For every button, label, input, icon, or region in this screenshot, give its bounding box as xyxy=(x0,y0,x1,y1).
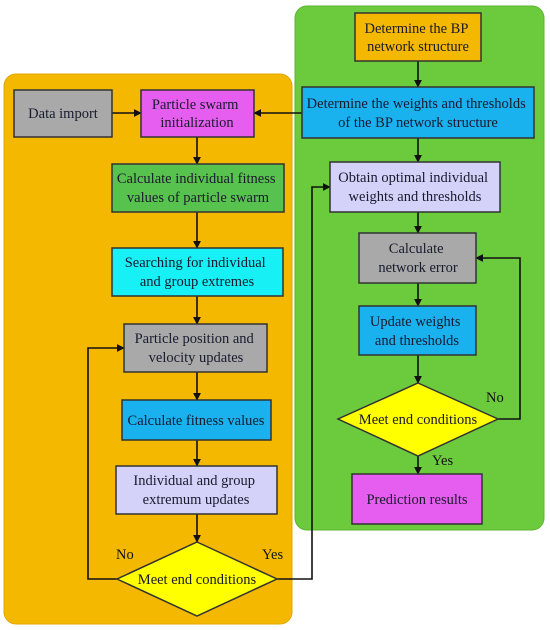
optimal-weights-line1: Obtain optimal individual xyxy=(338,170,488,186)
svg-text:Calculate network error: Calculate network error xyxy=(378,241,457,276)
right-yes-label: Yes xyxy=(432,453,453,469)
svg-text:Calculate fitness values: Calculate fitness values xyxy=(128,413,265,429)
optimal-weights-line2: weights and thresholds xyxy=(349,189,482,205)
prediction-results-label: Prediction results xyxy=(366,492,467,508)
network-error-line2: network error xyxy=(378,260,457,276)
svg-text:Meet end conditions: Meet end conditions xyxy=(138,572,257,588)
search-extremes-node: Searching for individual and group extre… xyxy=(111,247,284,297)
svg-text:Particle swarm initializ: Particle swarm initialization xyxy=(152,97,242,131)
left-end-conditions-label: Meet end conditions xyxy=(138,572,257,588)
bp-structure-line2: network structure xyxy=(367,39,469,55)
bp-structure-node: Determine the BP network structure xyxy=(354,12,482,62)
svg-text:Individual and group ext: Individual and group extremum updates xyxy=(133,473,258,508)
svg-text:Calculate individual fitness: Calculate individual fitness values of p… xyxy=(117,171,279,206)
svg-text:Searching for individual: Searching for individual and group extre… xyxy=(125,255,270,290)
pso-init-label-line1: Particle swarm xyxy=(152,97,239,113)
arrow-decision-yes-to-bp xyxy=(277,183,331,580)
optimal-weights-node: Obtain optimal individual weights and th… xyxy=(329,161,501,213)
extremum-updates-line1: Individual and group xyxy=(133,473,255,489)
svg-text:Determine the BP network: Determine the BP network structure xyxy=(365,21,472,55)
data-import-node: Data import xyxy=(13,89,113,138)
svg-text:Data import: Data import xyxy=(28,106,98,122)
pso-initialization-node: Particle swarm initialization xyxy=(140,89,255,138)
arrow-decision-no-to-error xyxy=(475,254,521,420)
right-flow-connectors xyxy=(414,61,521,475)
position-velocity-line2: velocity updates xyxy=(149,350,244,366)
svg-text:Determine the weights and thre: Determine the weights and thresholds of … xyxy=(307,96,530,131)
left-flow-connectors xyxy=(87,109,331,580)
calc-fitness-node: Calculate fitness values xyxy=(121,399,272,441)
update-weights-line1: Update weights xyxy=(370,314,461,330)
svg-text:Update weights and thres: Update weights and thresholds xyxy=(370,314,464,349)
search-extremes-line1: Searching for individual xyxy=(125,255,266,271)
weights-thresholds-line1: Determine the weights and thresholds xyxy=(307,96,526,112)
weights-thresholds-node: Determine the weights and thresholds of … xyxy=(301,86,535,139)
bp-structure-line1: Determine the BP xyxy=(365,21,469,37)
update-weights-line2: and thresholds xyxy=(375,333,460,349)
right-end-conditions-label: Meet end conditions xyxy=(359,412,478,428)
pso-init-label-line2: initialization xyxy=(160,115,234,131)
calc-fitness-label: Calculate fitness values xyxy=(128,413,265,429)
svg-text:Prediction results: Prediction results xyxy=(366,492,467,508)
arrow-decision-no-loop xyxy=(87,344,125,580)
prediction-results-node: Prediction results xyxy=(351,473,483,525)
calc-fitness-swarm-line2: values of particle swarm xyxy=(127,190,270,206)
network-error-node: Calculate network error xyxy=(358,232,477,284)
update-weights-node: Update weights and thresholds xyxy=(358,305,477,356)
extremum-updates-node: Individual and group extremum updates xyxy=(115,465,278,515)
right-no-label: No xyxy=(486,390,504,406)
svg-text:Particle position and ve: Particle position and velocity updates xyxy=(135,331,258,366)
position-velocity-node: Particle position and velocity updates xyxy=(123,323,268,373)
right-end-conditions-decision: Meet end conditions xyxy=(336,382,500,457)
left-end-conditions-decision: Meet end conditions xyxy=(115,541,279,617)
data-import-label: Data import xyxy=(28,106,98,122)
network-error-line1: Calculate xyxy=(389,241,444,257)
svg-text:Obtain optimal individual: Obtain optimal individual weights and th… xyxy=(338,170,491,205)
left-yes-label: Yes xyxy=(262,547,283,563)
search-extremes-line2: and group extremes xyxy=(140,274,255,290)
calc-fitness-swarm-line1: Calculate individual fitness xyxy=(117,171,276,187)
svg-text:Meet end conditions: Meet end conditions xyxy=(359,412,478,428)
extremum-updates-line2: extremum updates xyxy=(143,492,250,508)
calc-individual-fitness-node: Calculate individual fitness values of p… xyxy=(111,163,285,213)
position-velocity-line1: Particle position and xyxy=(135,331,255,347)
weights-thresholds-line2: of the BP network structure xyxy=(338,115,498,131)
left-no-label: No xyxy=(116,547,134,563)
